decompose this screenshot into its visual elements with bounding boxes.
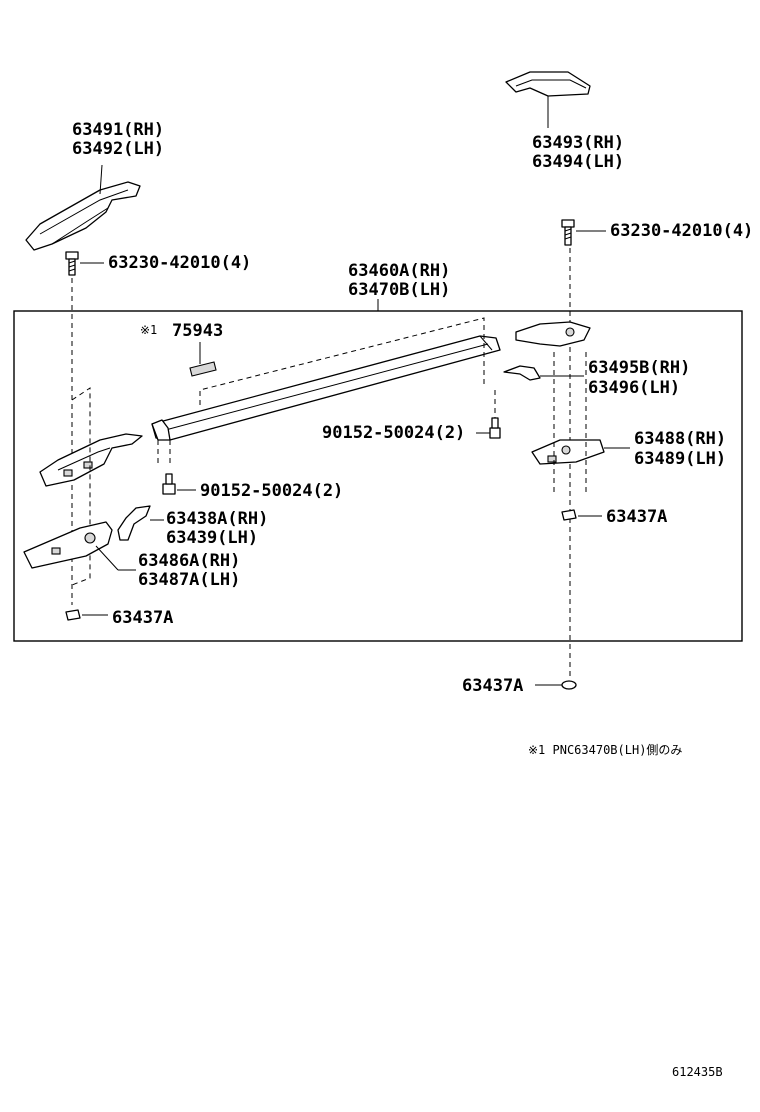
label-63460a: 63460A(RH) — [348, 261, 450, 281]
label-screw-mid: 90152-50024(2) — [322, 423, 465, 443]
screw-mid-part — [489, 417, 501, 439]
label-63493: 63493(RH) — [532, 133, 624, 153]
nut-bottom-part — [561, 680, 577, 690]
label-63494: 63494(LH) — [532, 152, 624, 172]
nut-right-upper-part — [561, 509, 577, 521]
end-cover-left-part — [25, 181, 141, 251]
label-screw-low: 90152-50024(2) — [200, 481, 343, 501]
label-63437a-right: 63437A — [606, 507, 667, 527]
label-bolt-right: 63230-42010(4) — [610, 221, 753, 241]
label-63437a-left: 63437A — [112, 608, 173, 628]
label-63495b: 63495B(RH) — [588, 358, 690, 378]
label-63486a: 63486A(RH) — [138, 551, 240, 571]
label-63491: 63491(RH) — [72, 120, 164, 140]
bolt-right-part — [561, 219, 575, 246]
footnote: ※1 PNC63470B(LH)側のみ — [528, 743, 682, 757]
end-cover-right-part — [505, 71, 591, 97]
figure-id: 612435B — [672, 1065, 723, 1079]
roof-rail-part — [151, 335, 501, 441]
label-63437a-bottom: 63437A — [462, 676, 523, 696]
label-63489: 63489(LH) — [634, 449, 726, 469]
bolt-left-part — [65, 251, 79, 276]
sticker-75943-part — [189, 361, 217, 377]
label-63488: 63488(RH) — [634, 429, 726, 449]
label-63438a: 63438A(RH) — [166, 509, 268, 529]
nut-left-part — [65, 609, 81, 621]
bracket-left-upper-part — [39, 433, 143, 487]
bracket-right-upper-part — [515, 321, 591, 347]
label-63470b: 63470B(LH) — [348, 280, 450, 300]
label-63439: 63439(LH) — [166, 528, 258, 548]
bracket-63488-part — [531, 439, 605, 465]
label-63496: 63496(LH) — [588, 378, 680, 398]
label-63487a: 63487A(LH) — [138, 570, 240, 590]
bracket-63495b-part — [503, 365, 541, 381]
bracket-63438a-part — [117, 505, 151, 541]
label-63492: 63492(LH) — [72, 139, 164, 159]
label-75943: 75943 — [172, 321, 223, 341]
screw-low-part — [162, 473, 176, 495]
label-note-mark: ※1 — [140, 323, 157, 337]
label-bolt-left: 63230-42010(4) — [108, 253, 251, 273]
bracket-63486a-part — [23, 521, 113, 569]
